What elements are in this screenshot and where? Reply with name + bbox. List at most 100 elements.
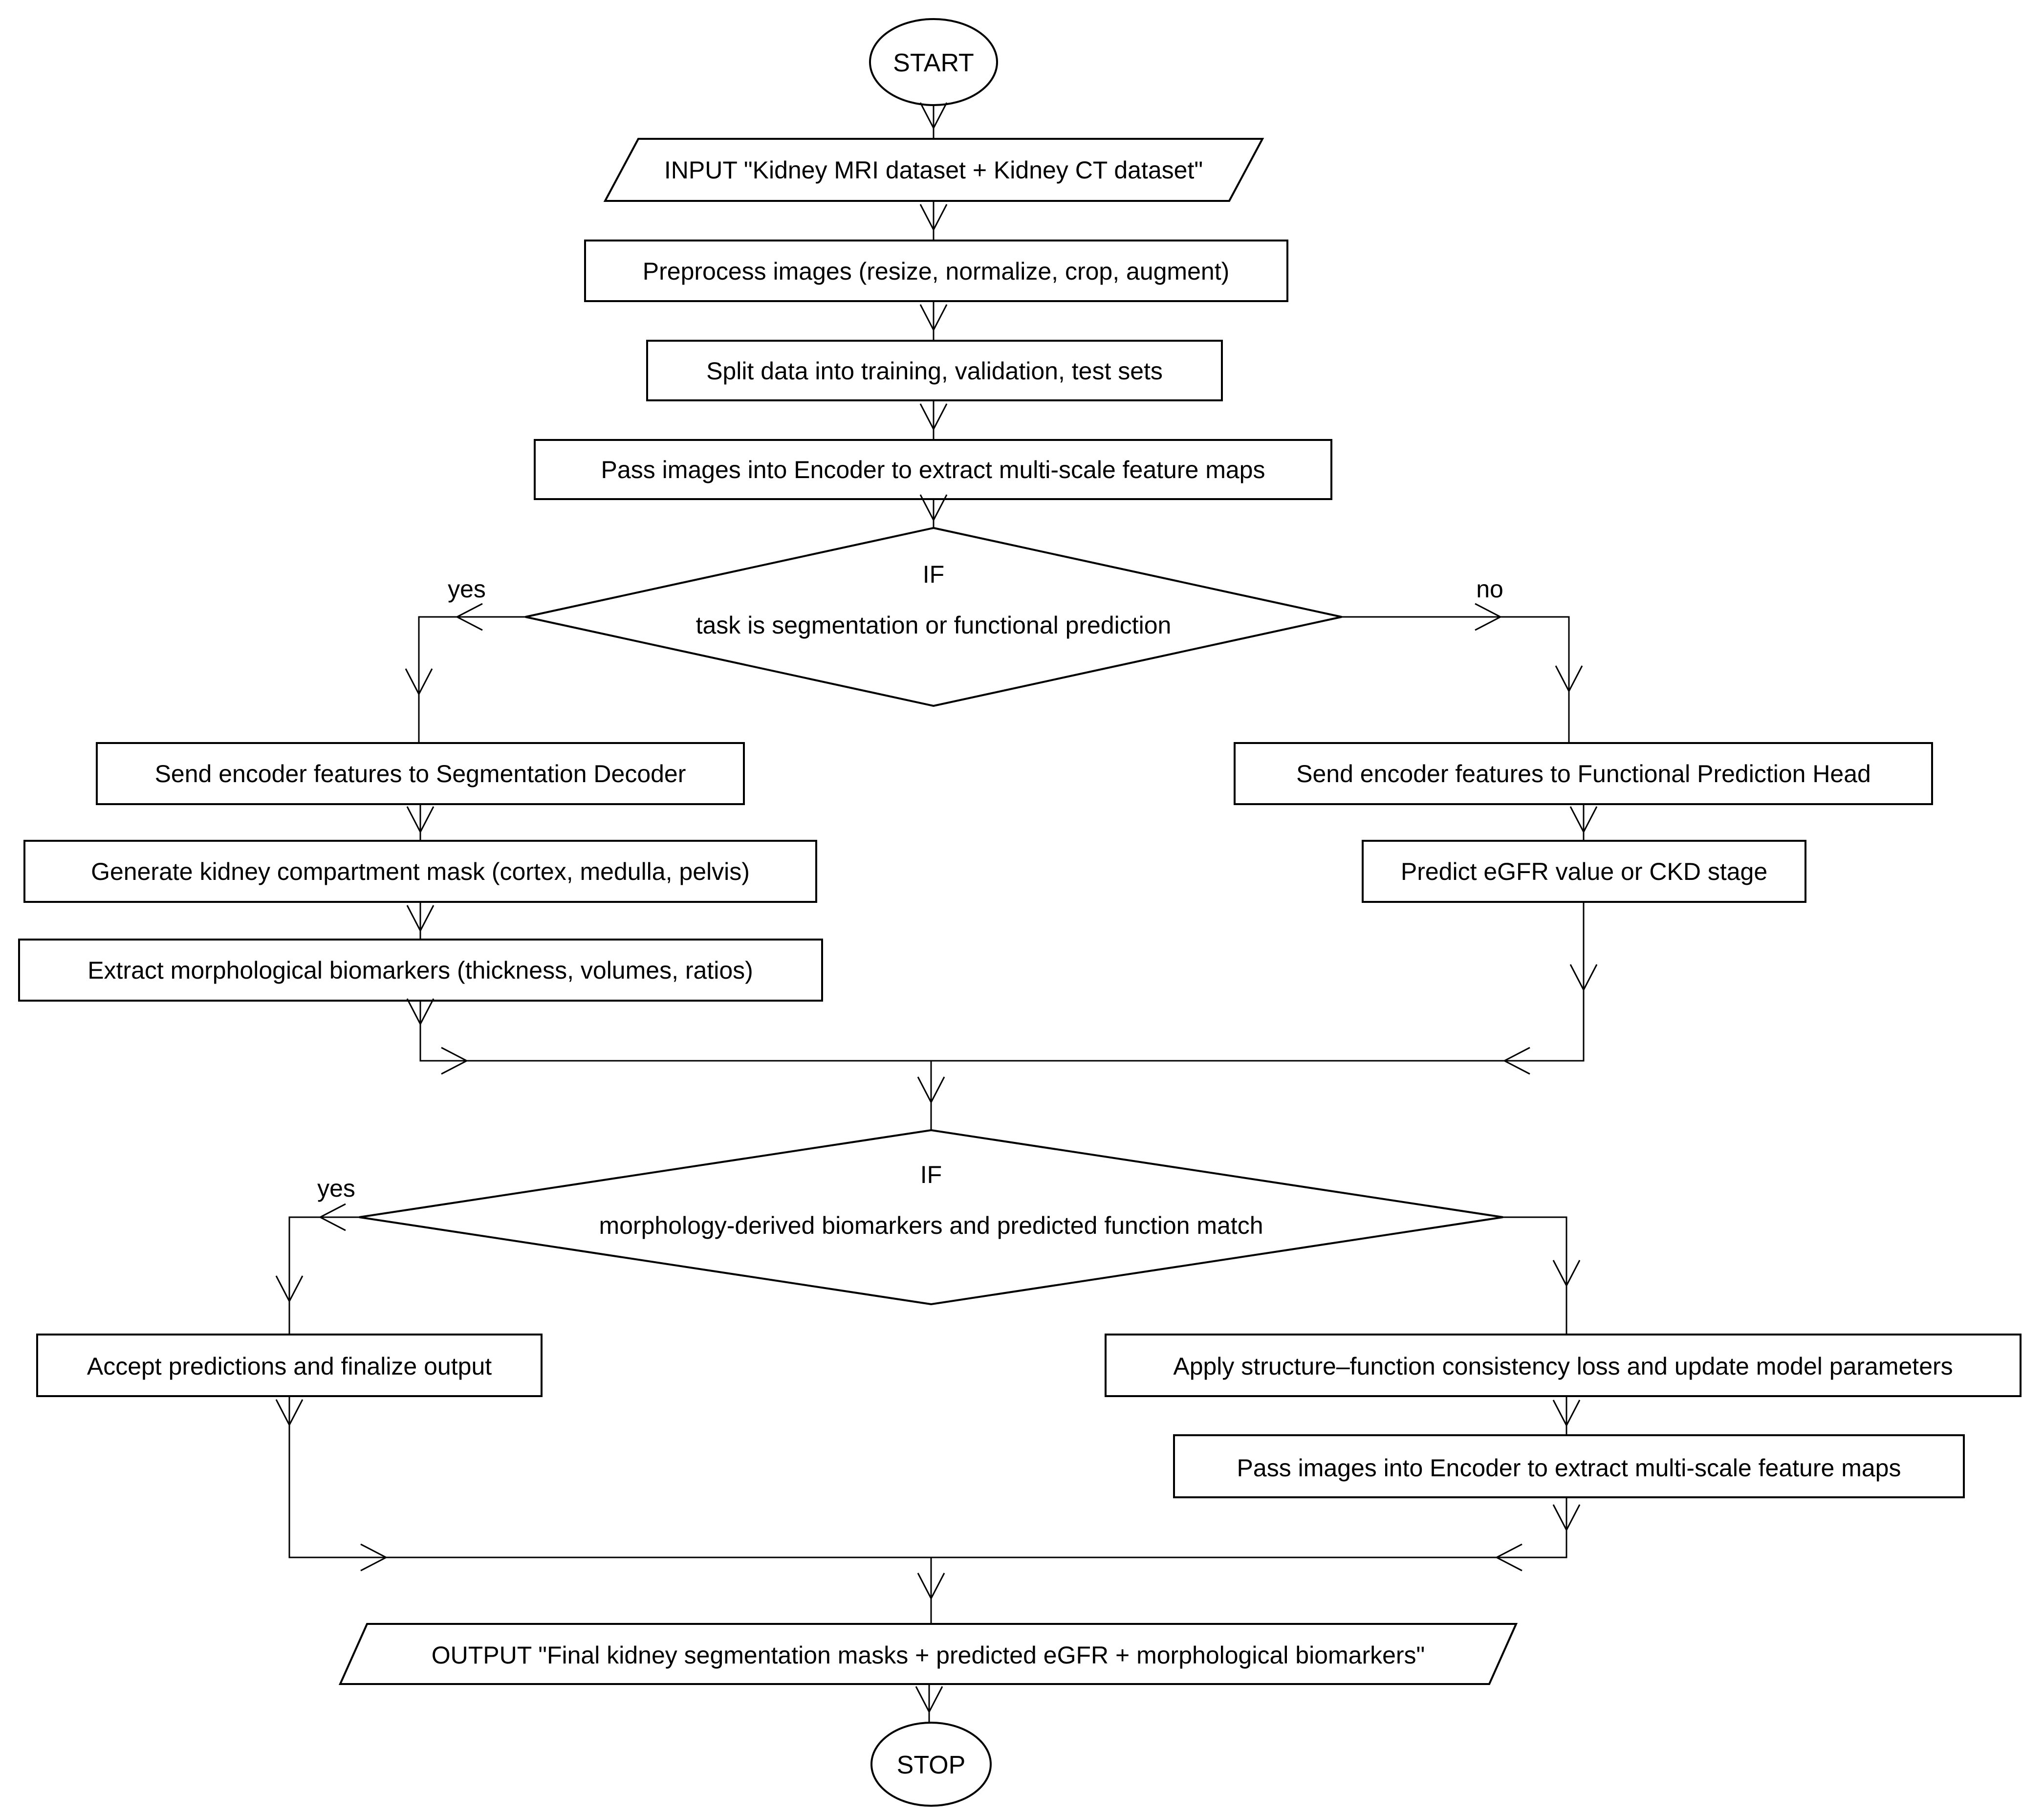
accept-label: Accept predictions and finalize output [87,1353,492,1380]
edge-decision2-yes [275,1203,359,1335]
decision-task-condition: task is segmentation or functional predi… [696,612,1172,639]
func-head-box [1234,742,1933,805]
output-label: OUTPUT "Final kidney segmentation masks … [432,1642,1425,1669]
split-box [646,340,1223,401]
arrowhead-down [1552,1504,1581,1532]
encode-box [534,439,1332,500]
edge-merge1-decision2 [917,1061,945,1130]
gen-mask-label: Generate kidney compartment mask (cortex… [91,858,750,885]
edge-encode-decision1 [919,494,948,528]
extract-biomarkers-label: Extract morphological biomarkers (thickn… [87,957,753,984]
edge-accept-merge2 [275,1396,931,1572]
node-accept: Accept predictions and finalize output [36,1334,543,1397]
accept-box [36,1334,543,1397]
arrowhead-down [275,1399,304,1427]
node-consistency-loss: Apply structure–function consistency los… [1105,1334,2022,1397]
arrowhead-down [915,1686,943,1714]
arrowhead-left [1502,1047,1530,1075]
decision-task-keyword: IF [923,561,944,588]
arrowhead-down [919,403,948,431]
input-parallelogram [603,138,1264,202]
arrowhead-down [1555,665,1583,693]
arrowhead-right [1475,603,1502,631]
edge-funchead-predict [1569,804,1598,841]
encode-again-label: Pass images into Encoder to extract mult… [1237,1454,1901,1482]
node-gen-mask: Generate kidney compartment mask (cortex… [23,840,817,903]
node-seg-decoder: Send encoder features to Segmentation De… [96,742,745,805]
arrowhead-down [919,204,948,232]
stop-ellipse [870,1722,992,1807]
consistency-loss-box [1105,1334,2022,1397]
arrowhead-left [1495,1543,1522,1572]
edge-input-preprocess [919,201,948,241]
edge-consistency-encode2 [1552,1396,1581,1435]
node-split: Split data into training, validation, te… [646,340,1223,401]
arrowhead-down [917,1573,945,1600]
arrowhead-down [1569,964,1598,992]
preprocess-box [584,240,1288,302]
input-label: INPUT "Kidney MRI dataset + Kidney CT da… [664,156,1203,184]
arrowhead-down [405,668,433,696]
node-encode-again: Pass images into Encoder to extract mult… [1173,1434,1965,1498]
edge-segdecoder-genmask [406,804,435,841]
arrowhead-down [275,1275,304,1303]
stop-label: STOP [897,1751,966,1779]
arrowhead-right [441,1047,469,1075]
preprocess-label: Preprocess images (resize, normalize, cr… [643,258,1229,285]
arrowhead-down [919,102,948,130]
node-extract-biomarkers: Extract morphological biomarkers (thickn… [18,939,823,1002]
arrowhead-left [318,1203,346,1231]
edge-start-input [919,102,948,139]
node-stop: STOP [870,1722,992,1807]
encode-label: Pass images into Encoder to extract mult… [601,456,1265,483]
edge-predict-merge1 [931,902,1598,1075]
node-start: START [869,18,998,106]
arrowhead-down [917,1076,945,1104]
arrowhead-down [919,494,948,522]
arrowhead-right [360,1543,388,1572]
node-output: OUTPUT "Final kidney segmentation masks … [338,1623,1518,1685]
edge-decision2-no [1503,1216,1581,1335]
decision-match-condition: morphology-derived biomarkers and predic… [599,1212,1263,1239]
node-func-head: Send encoder features to Functional Pred… [1234,742,1933,805]
edge-preprocess-split [919,301,948,341]
branch-label-no-1: no [1476,575,1503,603]
node-input: INPUT "Kidney MRI dataset + Kidney CT da… [603,138,1264,202]
node-preprocess: Preprocess images (resize, normalize, cr… [584,240,1288,302]
node-encode: Pass images into Encoder to extract mult… [534,439,1332,500]
edge-encode2-merge2 [931,1497,1581,1572]
edge-merge2-output [917,1557,945,1624]
node-predict: Predict eGFR value or CKD stage [1362,840,1806,903]
predict-label: Predict eGFR value or CKD stage [1401,858,1767,885]
edge-decision1-no [1342,603,1583,743]
start-label: START [893,49,974,77]
arrowhead-down [919,304,948,332]
arrowhead-down [406,905,435,933]
seg-decoder-label: Send encoder features to Segmentation De… [155,760,686,788]
func-head-label: Send encoder features to Functional Pred… [1296,760,1871,788]
arrowhead-down [1552,1260,1581,1288]
node-decision-task: IF task is segmentation or functional pr… [525,526,1342,707]
branch-label-yes-2: yes [317,1175,355,1202]
arrowhead-down [406,806,435,834]
predict-box [1362,840,1806,903]
encode-again-box [1173,1434,1965,1498]
node-decision-match: IF morphology-derived biomarkers and pre… [359,1129,1503,1306]
decision-match-keyword: IF [920,1161,942,1188]
branch-label-yes-1: yes [448,575,486,603]
output-parallelogram [338,1623,1518,1685]
edge-extract-merge1 [406,998,931,1075]
consistency-loss-label: Apply structure–function consistency los… [1173,1353,1953,1380]
split-label: Split data into training, validation, te… [706,357,1163,385]
arrowhead-down [1569,806,1598,834]
decision-match-diamond [359,1129,1503,1306]
seg-decoder-box [96,742,745,805]
edge-output-stop [915,1684,943,1723]
arrowhead-left [455,603,483,631]
edge-decision1-yes [405,603,525,743]
edge-genmask-extract [406,902,435,940]
arrowhead-down [406,998,435,1026]
decision-task-diamond [525,526,1342,707]
